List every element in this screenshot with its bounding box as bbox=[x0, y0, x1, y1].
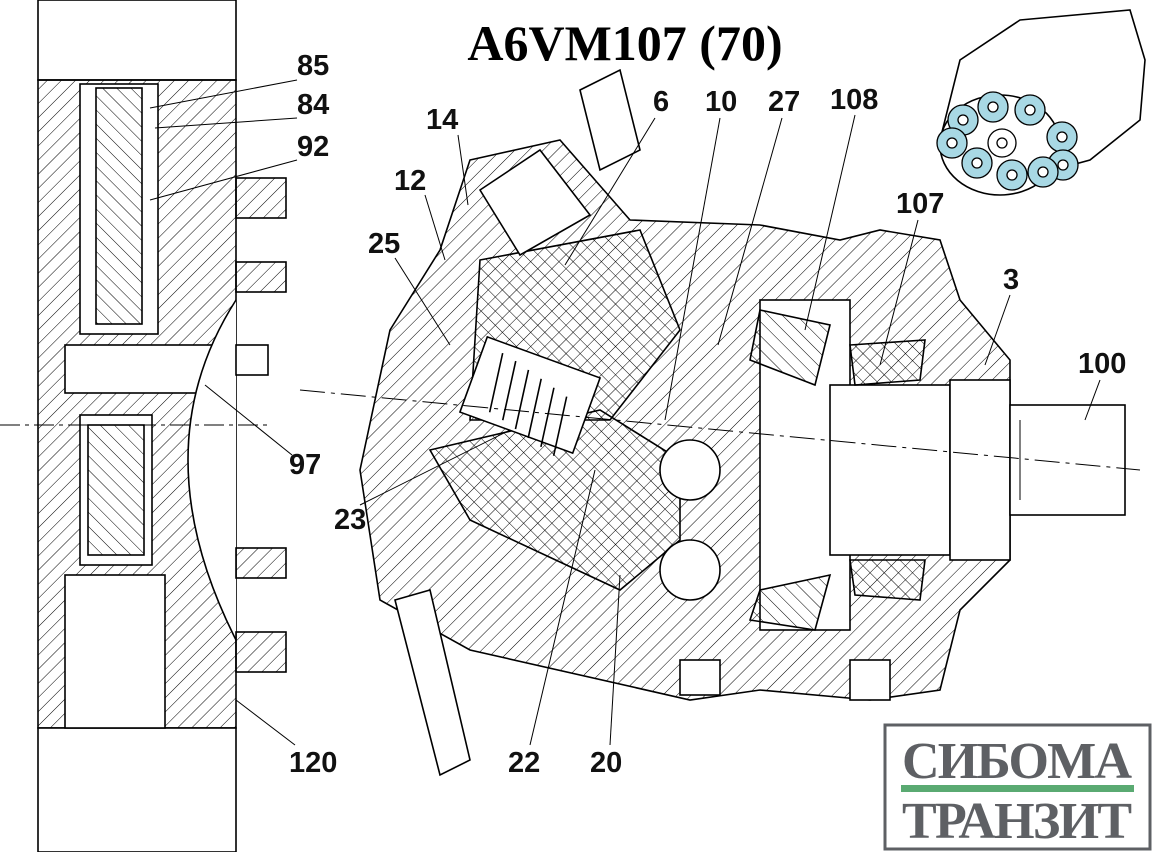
label-27: 27 bbox=[768, 86, 800, 118]
label-12: 12 bbox=[394, 165, 426, 197]
label-10: 10 bbox=[705, 86, 737, 118]
piston-bore bbox=[1037, 166, 1049, 178]
label-14: 14 bbox=[426, 104, 458, 136]
label-85: 85 bbox=[297, 50, 329, 82]
label-22: 22 bbox=[508, 747, 540, 779]
label-108: 108 bbox=[830, 84, 878, 116]
piston-bore bbox=[1057, 159, 1069, 171]
diagram-title: A6VM107 (70) bbox=[467, 15, 782, 71]
piston-bore bbox=[957, 114, 969, 126]
label-25: 25 bbox=[368, 228, 400, 260]
label-100: 100 bbox=[1078, 348, 1126, 380]
piston-heads bbox=[936, 91, 1079, 191]
label-120: 120 bbox=[289, 747, 337, 779]
piston-bore bbox=[1024, 104, 1036, 116]
rotary-group-illustration bbox=[936, 9, 1146, 196]
piston-bore bbox=[987, 101, 999, 113]
part-labels: 85 84 92 97 120 14 12 25 23 22 20 6 10 2… bbox=[289, 50, 1126, 779]
control-valve-section bbox=[0, 0, 287, 852]
piston-bore bbox=[1056, 131, 1068, 143]
label-23: 23 bbox=[334, 504, 366, 536]
logo-line-2: ТРАНЗИТ bbox=[902, 793, 1132, 850]
label-3: 3 bbox=[1003, 264, 1019, 296]
label-6: 6 bbox=[653, 86, 669, 118]
label-107: 107 bbox=[896, 188, 944, 220]
company-logo: СИБОМА ТРАНЗИТ bbox=[883, 723, 1152, 851]
pump-body-section bbox=[299, 68, 1141, 777]
piston-bore bbox=[1006, 169, 1018, 181]
logo-line-1: СИБОМА bbox=[902, 733, 1132, 790]
spring bbox=[458, 335, 602, 456]
leader-lines bbox=[149, 79, 1101, 746]
label-84: 84 bbox=[297, 89, 329, 121]
piston-bore bbox=[946, 137, 958, 149]
label-20: 20 bbox=[590, 747, 622, 779]
label-97: 97 bbox=[289, 449, 321, 481]
piston-bore bbox=[996, 137, 1008, 149]
piston-bore bbox=[971, 157, 983, 169]
label-92: 92 bbox=[297, 131, 329, 163]
